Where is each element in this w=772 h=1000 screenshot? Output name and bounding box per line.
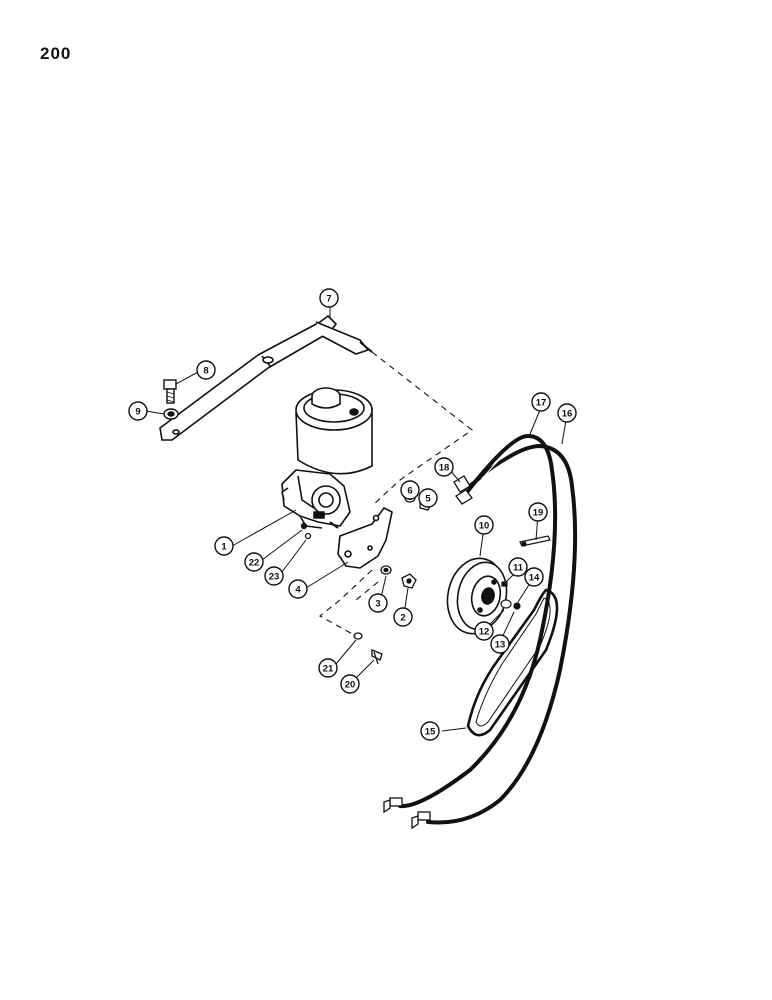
callout-10: 10	[474, 515, 494, 535]
callout-4: 4	[288, 579, 308, 599]
callout-circle	[319, 288, 339, 308]
callout-11: 11	[508, 557, 528, 577]
callout-label: 14	[529, 572, 540, 583]
callout-circle	[524, 567, 544, 587]
callout-circle	[264, 566, 284, 586]
callout-circle	[508, 557, 528, 577]
callout-12: 12	[474, 621, 494, 641]
pulley-hardware	[500, 535, 551, 610]
callout-label: 15	[425, 726, 436, 737]
callout-5: 5	[418, 488, 438, 508]
pulley	[446, 557, 508, 635]
hose-highlight	[475, 439, 541, 487]
callout-label: 23	[269, 571, 280, 582]
callout-21: 21	[318, 658, 338, 678]
bolt-part	[163, 379, 177, 404]
callout-circle	[490, 634, 510, 654]
pressure-hose	[398, 433, 558, 809]
callout-circle	[128, 401, 148, 421]
callout-circle	[474, 515, 494, 535]
alignment-lines	[319, 351, 473, 637]
callout-circle	[531, 392, 551, 412]
callout-label: 11	[513, 562, 524, 573]
callout-label: 12	[479, 626, 490, 637]
callout-circle	[420, 721, 440, 741]
callout-label: 1	[221, 541, 227, 552]
power-steering-pump	[281, 387, 373, 529]
callout-19: 19	[528, 502, 548, 522]
callout-label: 3	[375, 598, 380, 609]
callout-circle	[528, 502, 548, 522]
callout-15: 15	[420, 721, 440, 741]
callout-label: 8	[203, 365, 208, 376]
callout-23: 23	[264, 566, 284, 586]
return-hose	[426, 443, 578, 825]
page-number: 200	[40, 44, 72, 63]
callout-14: 14	[524, 567, 544, 587]
hose-fittings	[383, 475, 473, 830]
callout-circle	[557, 403, 577, 423]
v-belt	[466, 588, 559, 737]
callout-7: 7	[319, 288, 339, 308]
callout-label: 7	[326, 293, 331, 304]
callout-circle	[318, 658, 338, 678]
callout-label: 18	[439, 462, 450, 473]
callout-22: 22	[244, 552, 264, 572]
callout-circle	[244, 552, 264, 572]
callout-circle	[474, 621, 494, 641]
callout-circle	[400, 480, 420, 500]
callout-13: 13	[490, 634, 510, 654]
callout-9: 9	[128, 401, 148, 421]
callout-label: 20	[345, 679, 356, 690]
callout-2: 2	[393, 607, 413, 627]
callout-label: 19	[533, 507, 544, 518]
callout-1: 1	[214, 536, 234, 556]
callout-label: 17	[536, 397, 547, 408]
callout-8: 8	[196, 360, 216, 380]
callout-circle	[288, 579, 308, 599]
callout-17: 17	[531, 392, 551, 412]
callout-label: 4	[295, 584, 301, 595]
callout-circle	[393, 607, 413, 627]
pump-bracket	[337, 507, 393, 569]
callout-circle	[196, 360, 216, 380]
callout-circle	[214, 536, 234, 556]
callout-circle	[340, 674, 360, 694]
callout-label: 16	[562, 408, 573, 419]
support-arm	[159, 315, 373, 441]
v-belt-inner	[475, 597, 551, 727]
callout-label: 5	[425, 493, 431, 504]
washer-part	[163, 408, 179, 420]
callout-circle	[434, 457, 454, 477]
callout-20: 20	[340, 674, 360, 694]
callout-6: 6	[400, 480, 420, 500]
callout-label: 9	[135, 406, 140, 417]
callout-circle	[368, 593, 388, 613]
callout-label: 21	[323, 663, 334, 674]
callout-circle	[418, 488, 438, 508]
callout-3: 3	[368, 593, 388, 613]
callout-label: 6	[407, 485, 412, 496]
callout-label: 13	[495, 639, 506, 650]
callout-label: 10	[479, 520, 490, 531]
callout-label: 2	[400, 612, 405, 623]
callout-label: 22	[249, 557, 260, 568]
callout-18: 18	[434, 457, 454, 477]
callout-16: 16	[557, 403, 577, 423]
